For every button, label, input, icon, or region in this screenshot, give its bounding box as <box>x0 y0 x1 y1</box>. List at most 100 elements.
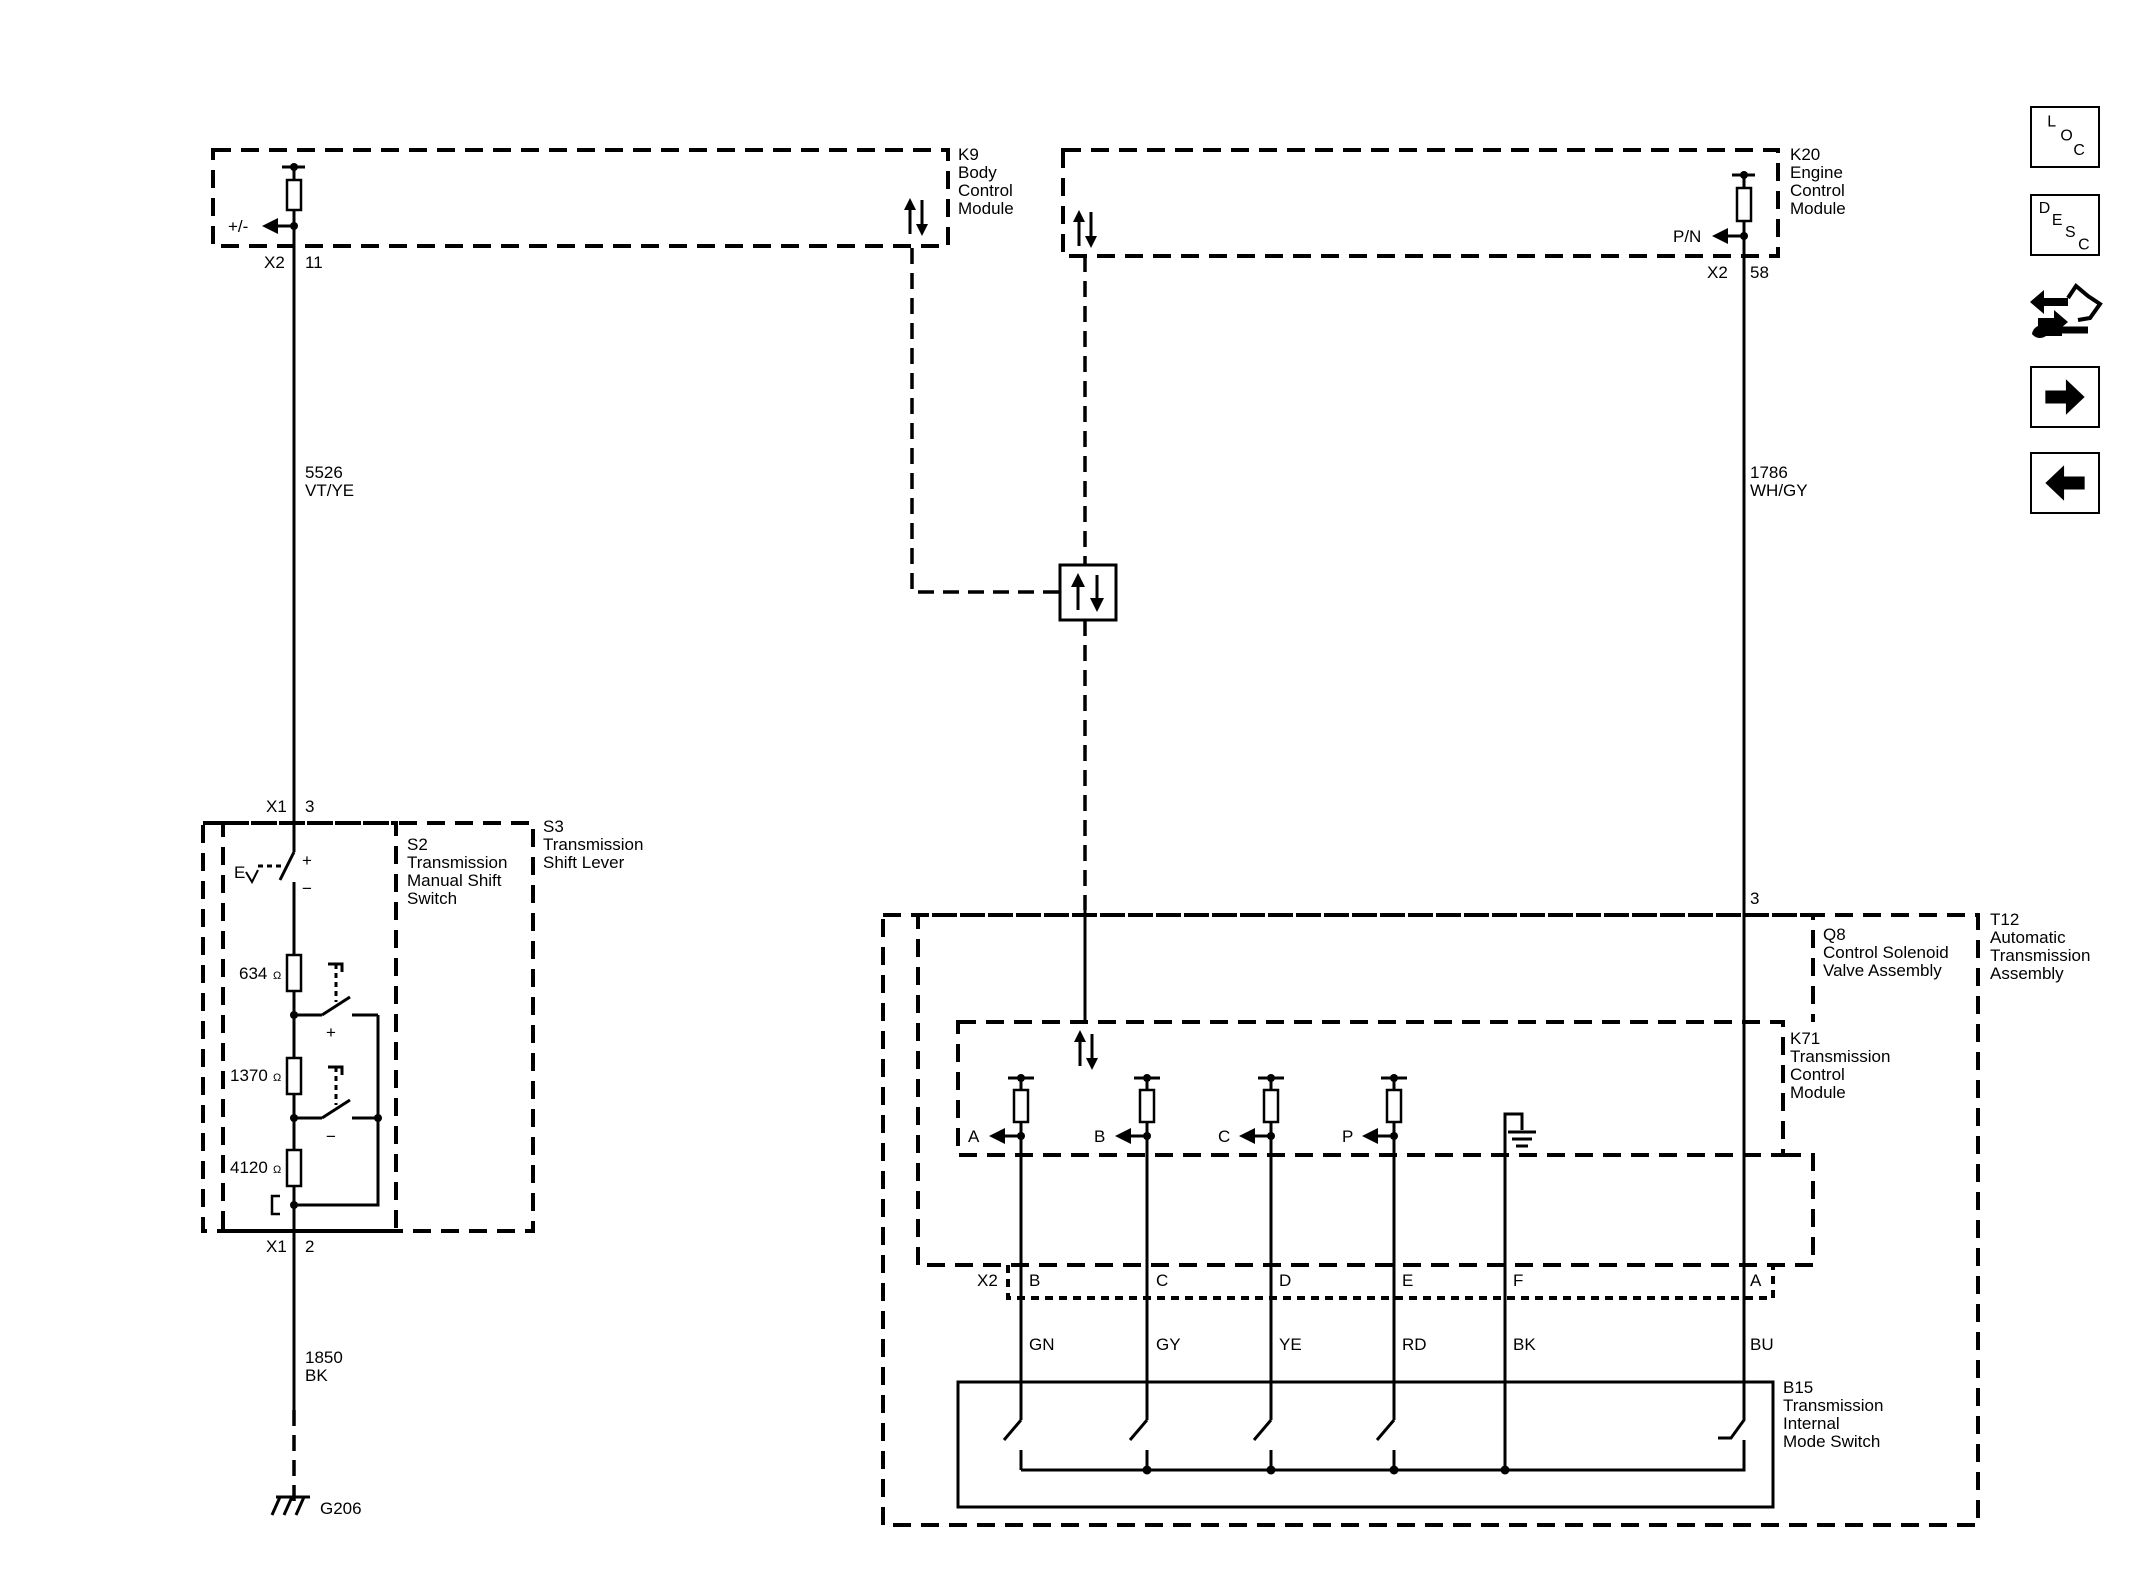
resistor-3-value: 4120 <box>230 1158 268 1177</box>
t12-internal-wires <box>1019 1136 1507 1470</box>
connector-repair-icon <box>2030 283 2103 338</box>
serial-data-junction <box>1058 563 1118 622</box>
next-page-button[interactable] <box>2030 366 2100 428</box>
wire-1850: 1850 BK <box>292 1231 343 1505</box>
k20-boundary <box>1061 148 1780 258</box>
wire-color-bk: BK <box>1513 1335 1536 1354</box>
q8-solenoid-assembly: Q8 Control Solenoid Valve Assembly <box>916 913 1949 1267</box>
t12-name-3: Assembly <box>1990 964 2064 983</box>
b15-mode-switch: B15 Transmission Internal Mode Switch <box>956 1378 1883 1509</box>
wire-5526-circuit: 5526 <box>305 463 343 482</box>
s2-minus-switch-mark: − <box>326 1127 336 1146</box>
t12-pin-f: F <box>1513 1271 1523 1290</box>
s2-plus-mark: + <box>302 851 312 870</box>
k9-boundary <box>211 148 950 248</box>
wire-color-gn: GN <box>1029 1335 1055 1354</box>
k71-name-3: Module <box>1790 1083 1846 1102</box>
k20-serial-data-icon <box>1073 210 1097 248</box>
serial-data-network <box>910 248 1118 1022</box>
k71-channel-c: C <box>1218 1074 1284 1146</box>
s2-name-1: Transmission <box>407 853 507 872</box>
wire-1786-color: WH/GY <box>1750 481 1808 500</box>
k71-signal-p: P <box>1342 1127 1353 1146</box>
t12-name-2: Transmission <box>1990 946 2090 965</box>
t12-assembly: T12 Automatic Transmission Assembly 3 <box>881 889 2090 1527</box>
k71-p-arrow-icon <box>1362 1128 1378 1144</box>
k71-signal-a: A <box>968 1127 980 1146</box>
t12-pin-a: A <box>1750 1271 1762 1290</box>
location-button[interactable]: L O C <box>2030 106 2100 168</box>
k71-ground-icon <box>1503 1112 1536 1230</box>
k9-ref: K9 <box>958 145 979 164</box>
description-button[interactable]: D E S C <box>2030 194 2100 256</box>
k20-pin-number: 58 <box>1750 263 1769 282</box>
resistor-2-value: 1370 <box>230 1066 268 1085</box>
desc-letter-e: E <box>2052 212 2063 229</box>
k20-name-3: Module <box>1790 199 1846 218</box>
k71-channel-p: P <box>1342 1074 1407 1146</box>
connector-repair-button[interactable] <box>2028 278 2104 346</box>
k9-name-1: Body <box>958 163 997 182</box>
k20-ref: K20 <box>1790 145 1820 164</box>
s2-plus-switch: + <box>294 962 378 1042</box>
k9-pullup-resistor <box>285 178 303 212</box>
wire-5526: 5526 VT/YE <box>292 226 354 830</box>
k71-ref: K71 <box>1790 1029 1820 1048</box>
b15-ref: B15 <box>1783 1378 1813 1397</box>
s2-minus-switch: − <box>294 1065 378 1146</box>
s3-top-connector-id: X1 <box>266 797 287 816</box>
resistor-2-unit: Ω <box>273 1072 281 1084</box>
arrow-left-icon <box>2045 465 2085 501</box>
s3-boundary <box>201 821 535 1233</box>
q8-name-1: Control Solenoid <box>1823 943 1949 962</box>
s3-bottom-connector-id: X1 <box>266 1237 287 1256</box>
k20-signal-arrow-icon <box>1712 228 1728 244</box>
k71-name-1: Transmission <box>1790 1047 1890 1066</box>
wire-color-rd: RD <box>1402 1335 1427 1354</box>
resistor-634 <box>285 953 303 993</box>
previous-page-button[interactable] <box>2030 452 2100 514</box>
desc-letter-s: S <box>2065 224 2076 241</box>
s3-name-1: Transmission <box>543 835 643 854</box>
resistor-1370 <box>285 1056 303 1096</box>
k20-name-1: Engine <box>1790 163 1843 182</box>
k20-connector-id: X2 <box>1707 263 1728 282</box>
resistor-4120 <box>285 1148 303 1188</box>
t12-pin-c: C <box>1156 1271 1168 1290</box>
loc-letter-c: C <box>2073 142 2084 159</box>
s2-ref: S2 <box>407 835 428 854</box>
ground-label: G206 <box>320 1499 362 1518</box>
s3-top-pin-number: 3 <box>305 797 314 816</box>
k71-signal-b: B <box>1094 1127 1105 1146</box>
resistor-3-unit: Ω <box>273 1164 281 1176</box>
wire-1786-circuit: 1786 <box>1750 463 1788 482</box>
k9-signal-label: +/- <box>228 217 248 236</box>
s3-ref: S3 <box>543 817 564 836</box>
resistor-1-value: 634 <box>239 964 267 983</box>
t12-boundary <box>881 913 1980 1527</box>
t12-pin-e: E <box>1402 1271 1413 1290</box>
t12-name-1: Automatic <box>1990 928 2066 947</box>
b15-name-3: Mode Switch <box>1783 1432 1880 1451</box>
wire-color-ye: YE <box>1279 1335 1302 1354</box>
k71-c-arrow-icon <box>1239 1128 1255 1144</box>
desc-letter-d: D <box>2039 200 2050 217</box>
s2-name-2: Manual Shift <box>407 871 502 890</box>
t12-pin-b: B <box>1029 1271 1040 1290</box>
b15-boundary <box>956 1380 1775 1509</box>
t12-x2-connector: X2 B C D E F A <box>977 1265 1775 1300</box>
k9-signal-arrow-icon <box>262 218 278 234</box>
wire-color-bu: BU <box>1750 1335 1774 1354</box>
k9-serial-data-icon <box>904 198 928 236</box>
k20-signal-label: P/N <box>1673 227 1701 246</box>
wire-1850-circuit: 1850 <box>305 1348 343 1367</box>
ground-g206: G206 <box>270 1495 362 1518</box>
k71-name-2: Control <box>1790 1065 1845 1084</box>
k20-module: K20 Engine Control Module P/N X2 58 <box>1061 145 1846 282</box>
b15-name-2: Internal <box>1783 1414 1840 1433</box>
s2-plus-switch-mark: + <box>326 1023 336 1042</box>
k71-channel-a: A <box>968 1074 1034 1146</box>
desc-letter-c: C <box>2078 236 2089 253</box>
k9-name-2: Control <box>958 181 1013 200</box>
k71-a-arrow-icon <box>989 1128 1005 1144</box>
